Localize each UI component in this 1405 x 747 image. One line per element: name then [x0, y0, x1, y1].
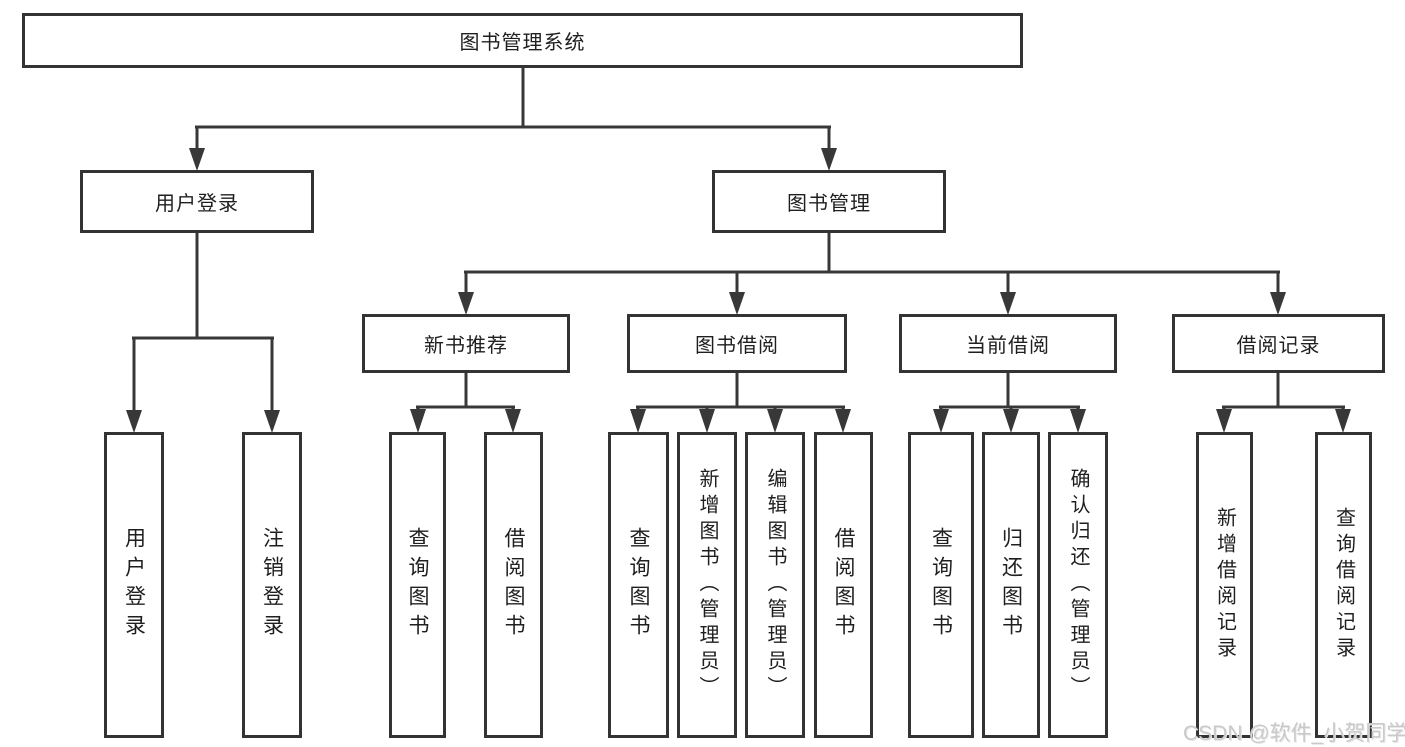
- node-label: 归还图书: [999, 527, 1023, 643]
- csdn-watermark: CSDN @软件_小贺同学: [1183, 722, 1405, 745]
- node-label: 用户登录: [155, 193, 239, 215]
- leaf-logout: 注销登录: [242, 432, 302, 738]
- node-label: 借阅图书: [502, 527, 525, 643]
- arrowhead-icon: [1003, 409, 1019, 433]
- arrowhead-icon: [729, 292, 745, 315]
- node-label: 图书借阅: [695, 335, 779, 357]
- leaf-add-borrow-record: 新增借阅记录: [1196, 432, 1253, 738]
- node-label: 查询借阅记录: [1332, 507, 1355, 663]
- arrowhead-icon: [1270, 292, 1286, 315]
- node-label: 新书推荐: [424, 335, 508, 357]
- arrowhead-icon: [933, 409, 949, 433]
- node-label: 新增借阅记录: [1213, 507, 1236, 663]
- arrowhead-icon: [835, 409, 851, 433]
- arrowhead-icon: [264, 410, 280, 433]
- node-book-management: 图书管理: [712, 170, 946, 233]
- arrowhead-icon: [699, 409, 715, 433]
- leaf-confirm-return-admin: 确认归还（管理员）: [1048, 432, 1108, 738]
- arrowhead-icon: [505, 409, 521, 433]
- node-book-borrowing: 图书借阅: [627, 314, 847, 373]
- node-library-management-system: 图书管理系统: [22, 13, 1023, 68]
- leaf-query-books-recommend: 查询图书: [389, 432, 446, 738]
- node-label: 查询图书: [406, 527, 429, 643]
- node-label: 确认归还（管理员）: [1067, 468, 1089, 702]
- node-label: 新增图书（管理员）: [696, 468, 718, 702]
- leaf-edit-book-admin: 编辑图书（管理员）: [745, 432, 805, 738]
- leaf-add-book-admin: 新增图书（管理员）: [677, 432, 737, 738]
- arrowhead-icon: [1070, 409, 1086, 433]
- node-label: 当前借阅: [966, 335, 1050, 357]
- leaf-return-books: 归还图书: [982, 432, 1040, 738]
- node-label: 查询图书: [929, 527, 953, 643]
- node-label: 借阅记录: [1236, 335, 1321, 357]
- arrowhead-icon: [1216, 409, 1232, 433]
- node-new-book-recommend: 新书推荐: [362, 314, 570, 373]
- arrowhead-icon: [1000, 292, 1016, 315]
- node-label: 编辑图书（管理员）: [764, 468, 786, 702]
- arrowhead-icon: [821, 148, 837, 171]
- arrowhead-icon: [458, 292, 474, 315]
- leaf-query-books-current: 查询图书: [908, 432, 974, 738]
- leaf-borrow-books: 借阅图书: [814, 432, 873, 738]
- arrowhead-icon: [767, 409, 783, 433]
- node-label: 图书管理: [787, 193, 871, 215]
- leaf-borrow-books-recommend: 借阅图书: [484, 432, 543, 738]
- node-label: 用户登录: [122, 527, 146, 643]
- arrowhead-icon: [410, 409, 426, 433]
- arrowhead-icon: [630, 409, 646, 433]
- node-label: 注销登录: [260, 527, 284, 643]
- leaf-user-login: 用户登录: [104, 432, 164, 738]
- leaf-query-borrow-record: 查询借阅记录: [1315, 432, 1372, 738]
- leaf-query-books-borrowing: 查询图书: [608, 432, 669, 738]
- arrowhead-icon: [1335, 409, 1351, 433]
- arrowhead-icon: [189, 148, 205, 171]
- node-label: 借阅图书: [832, 527, 855, 643]
- node-borrow-records: 借阅记录: [1172, 314, 1385, 373]
- node-user-login: 用户登录: [80, 170, 314, 233]
- node-current-borrowing: 当前借阅: [899, 314, 1117, 373]
- node-label: 图书管理系统: [459, 32, 586, 54]
- arrowhead-icon: [126, 410, 142, 433]
- node-label: 查询图书: [627, 527, 650, 643]
